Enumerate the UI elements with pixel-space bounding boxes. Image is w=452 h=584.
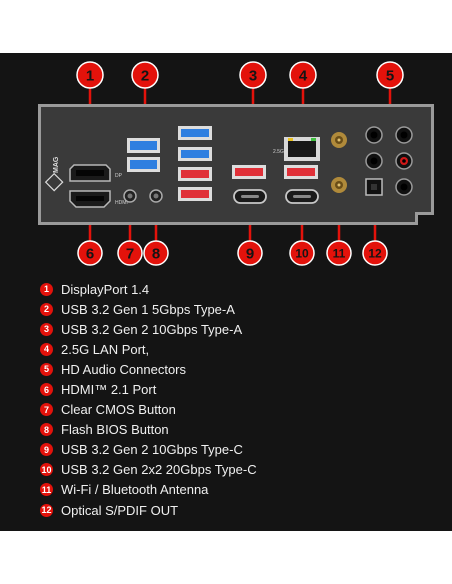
usb-10gbps-type-a-2[interactable] — [178, 187, 212, 201]
hdmi-port[interactable] — [69, 190, 111, 208]
callout-3-number: 3 — [249, 68, 257, 85]
flash-bios-button[interactable] — [149, 189, 163, 203]
audio-jacks — [365, 126, 413, 196]
legend-number: 7 — [40, 403, 53, 417]
callout-2: 2 — [131, 61, 159, 89]
usb-10gbps-type-a-1[interactable] — [178, 167, 212, 181]
usb-20gbps-type-c-port[interactable] — [285, 189, 319, 204]
legend-item: 8 Flash BIOS Button — [40, 420, 257, 440]
optical-spdif-port[interactable] — [365, 178, 383, 196]
callout-2-number: 2 — [141, 68, 149, 85]
displayport-port[interactable] — [69, 164, 111, 182]
callout-5: 5 — [376, 61, 404, 89]
legend-text: Clear CMOS Button — [61, 402, 176, 418]
audio-jack-2[interactable] — [395, 126, 413, 144]
callout-1: 1 — [76, 61, 104, 89]
legend-item: 3 USB 3.2 Gen 2 10Gbps Type-A — [40, 319, 257, 339]
usb-5gbps-type-a-bottom[interactable] — [127, 157, 160, 172]
usb-5gbps-type-a-top[interactable] — [127, 138, 160, 153]
brand-text: MAG — [53, 156, 60, 173]
legend-item: 10 USB 3.2 Gen 2x2 20Gbps Type-C — [40, 460, 257, 480]
legend-number: 2 — [40, 302, 53, 316]
usb-10gbps-type-c-port[interactable] — [233, 189, 267, 204]
usb-5gbps-type-a-right-1[interactable] — [178, 126, 212, 140]
legend-number: 9 — [40, 443, 53, 457]
callout-10-number: 10 — [295, 247, 309, 261]
legend-item: 1 DisplayPort 1.4 — [40, 279, 257, 299]
usb-10gbps-type-a-4[interactable] — [284, 165, 318, 179]
legend-text: Flash BIOS Button — [61, 422, 169, 438]
legend-item: 5 HD Audio Connectors — [40, 359, 257, 379]
callout-4-number: 4 — [299, 68, 308, 85]
wifi-antenna-bottom[interactable] — [331, 177, 347, 193]
legend-number: 1 — [40, 282, 53, 296]
legend-text: USB 3.2 Gen 2 10Gbps Type-A — [61, 321, 243, 337]
usb-5gbps-type-a-right-2[interactable] — [178, 147, 212, 161]
io-panel-diagram: MAG HDMI DP — [0, 53, 452, 531]
callout-11-number: 11 — [333, 247, 346, 261]
callout-6-number: 6 — [86, 246, 94, 263]
legend-item: 12 Optical S/PDIF OUT — [40, 500, 257, 520]
callout-9-number: 9 — [246, 246, 254, 263]
callout-10: 10 — [289, 240, 315, 266]
audio-jack-3[interactable] — [365, 152, 383, 170]
legend-text: Optical S/PDIF OUT — [61, 502, 179, 518]
legend-number: 3 — [40, 322, 53, 336]
hdmi-label: HDMI — [115, 200, 128, 206]
callout-6: 6 — [77, 240, 103, 266]
callout-1-number: 1 — [86, 68, 94, 85]
wifi-antenna-top[interactable] — [331, 132, 347, 148]
callout-11: 11 — [326, 240, 352, 266]
legend-text: DisplayPort 1.4 — [61, 281, 150, 297]
audio-jack-5[interactable] — [395, 178, 413, 196]
legend-text: USB 3.2 Gen 2 10Gbps Type-C — [61, 442, 243, 458]
legend-text: 2.5G LAN Port, — [61, 341, 150, 357]
lan-speed-label: 2.5G — [273, 149, 284, 155]
audio-jack-1[interactable] — [365, 126, 383, 144]
legend-number: 5 — [40, 362, 53, 376]
legend-number: 8 — [40, 423, 53, 437]
dp-label: DP — [115, 173, 123, 179]
audio-jack-4[interactable] — [395, 152, 413, 170]
legend-item: 9 USB 3.2 Gen 2 10Gbps Type-C — [40, 440, 257, 460]
legend-number: 10 — [40, 463, 53, 477]
callout-5-number: 5 — [386, 68, 394, 85]
callout-8: 8 — [143, 240, 169, 266]
legend-text: Wi-Fi / Bluetooth Antenna — [61, 482, 209, 498]
callout-3: 3 — [239, 61, 267, 89]
legend-item: 2 USB 3.2 Gen 1 5Gbps Type-A — [40, 299, 257, 319]
clear-cmos-button[interactable] — [123, 189, 137, 203]
legend-number: 6 — [40, 383, 53, 397]
brand-logo: MAG — [44, 156, 64, 192]
callout-12-number: 12 — [368, 247, 382, 261]
callout-7: 7 — [117, 240, 143, 266]
lan-port[interactable] — [284, 137, 320, 161]
port-legend: 1 DisplayPort 1.4 2 USB 3.2 Gen 1 5Gbps Ty… — [40, 279, 257, 520]
legend-item: 4 2.5G LAN Port, — [40, 339, 257, 359]
legend-text: HD Audio Connectors — [61, 361, 187, 377]
legend-number: 4 — [40, 342, 53, 356]
usb-10gbps-type-a-3[interactable] — [232, 165, 266, 179]
callout-8-number: 8 — [152, 246, 160, 263]
callout-4: 4 — [289, 61, 317, 89]
legend-number: 11 — [40, 483, 53, 497]
legend-item: 6 HDMI™ 2.1 Port — [40, 379, 257, 399]
callout-9: 9 — [237, 240, 263, 266]
callout-7-number: 7 — [126, 246, 134, 263]
io-shield-illustration: MAG HDMI DP — [38, 61, 434, 266]
legend-number: 12 — [40, 503, 53, 517]
legend-text: USB 3.2 Gen 1 5Gbps Type-A — [61, 301, 235, 317]
legend-item: 11 Wi-Fi / Bluetooth Antenna — [40, 480, 257, 500]
legend-text: HDMI™ 2.1 Port — [61, 382, 157, 398]
legend-text: USB 3.2 Gen 2x2 20Gbps Type-C — [61, 462, 257, 478]
callout-12: 12 — [362, 240, 388, 266]
legend-item: 7 Clear CMOS Button — [40, 400, 257, 420]
